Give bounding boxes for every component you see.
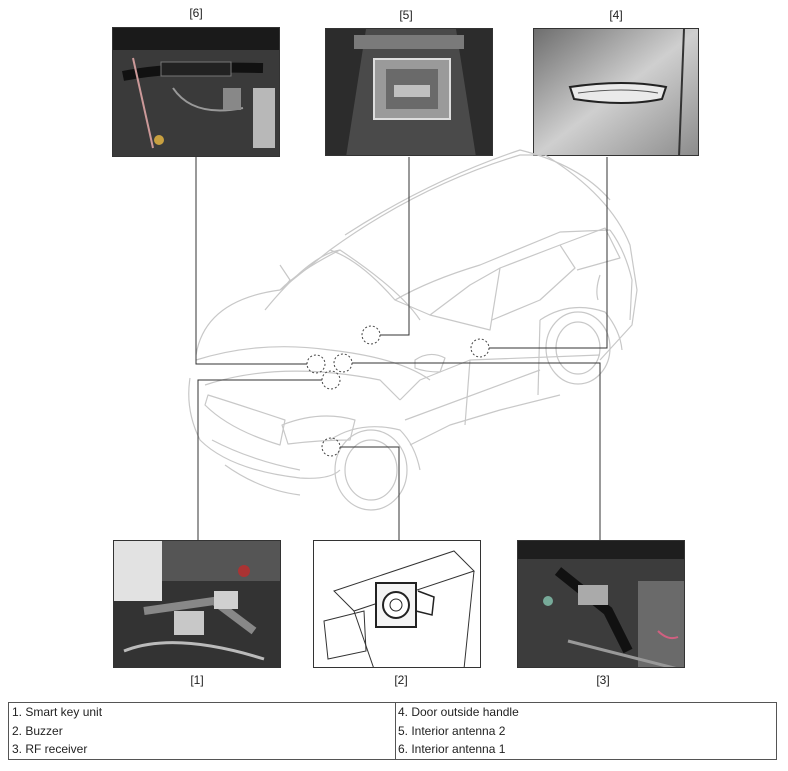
location-marker-1 [322,371,340,389]
legend-item-6: 6. Interior antenna 1 [395,740,776,759]
legend-item-4: 4. Door outside handle [395,703,776,722]
leader-line-5 [380,157,409,335]
legend-column-left: 1. Smart key unit 2. Buzzer 3. RF receiv… [9,703,396,759]
location-marker-4 [471,339,489,357]
location-marker-6 [307,355,325,373]
legend-item-2: 2. Buzzer [9,722,395,741]
leader-line-4 [489,157,607,348]
leader-line-2 [340,447,399,540]
legend-item-1: 1. Smart key unit [9,703,395,722]
leader-line-6 [196,157,307,364]
legend-item-5: 5. Interior antenna 2 [395,722,776,741]
legend-column-right: 4. Door outside handle 5. Interior anten… [395,703,776,759]
location-marker-5 [362,326,380,344]
location-marker-3 [334,354,352,372]
legend-table: 1. Smart key unit 2. Buzzer 3. RF receiv… [8,702,777,760]
legend-item-3: 3. RF receiver [9,740,395,759]
